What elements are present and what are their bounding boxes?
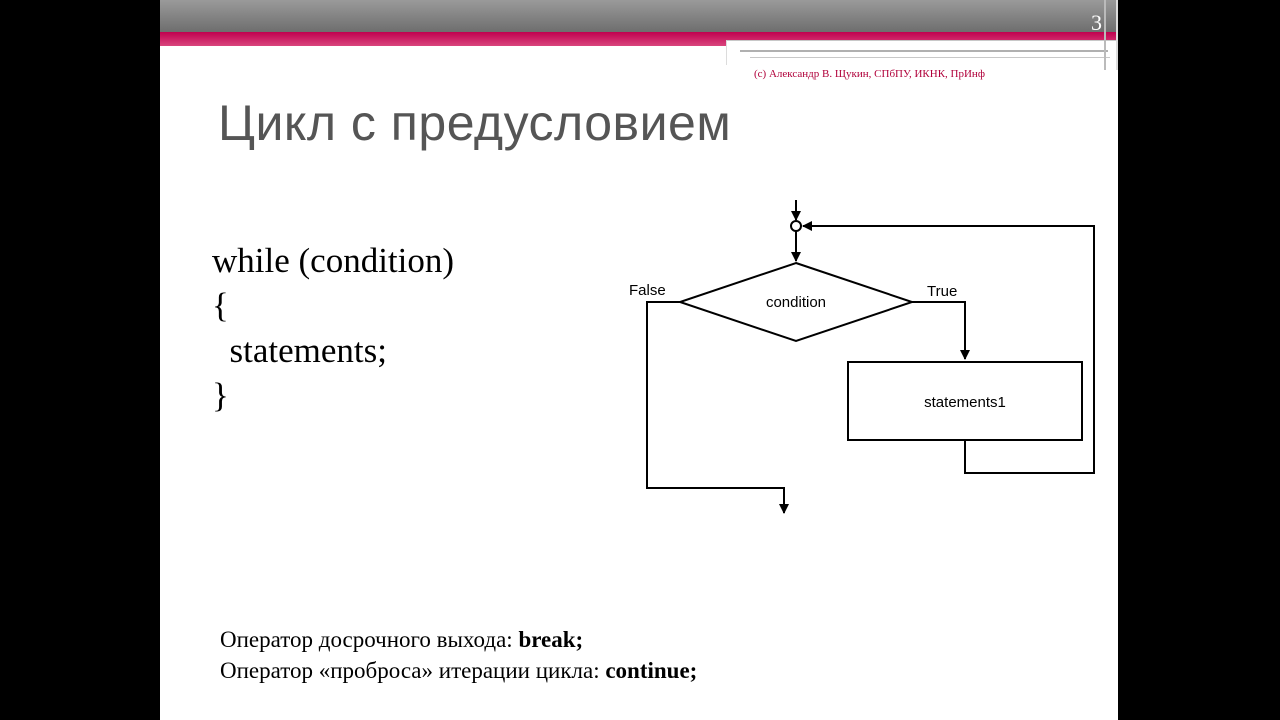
code-line: { [212, 286, 229, 325]
junction-node [790, 220, 802, 232]
code-line: while (condition) [212, 241, 455, 280]
slide-header-bar [160, 0, 1118, 32]
break-note: Оператор досрочного выхода: break; [220, 624, 697, 655]
copyright-text: (c) Александр В. Щукин, СПбПУ, ИКНК, ПрИ… [754, 68, 985, 80]
code-block: while (condition) { statements; } [212, 238, 454, 418]
notes-block: Оператор досрочного выхода: break; Опера… [220, 624, 697, 686]
false-branch-arrow [646, 301, 789, 514]
continue-note-text: Оператор «проброса» итерации цикла: [220, 658, 606, 683]
condition-diamond [676, 261, 916, 343]
header-edge-decoration [1104, 0, 1118, 70]
header-decoration [726, 40, 1118, 65]
continue-keyword: continue; [605, 658, 698, 683]
break-note-text: Оператор досрочного выхода: [220, 627, 519, 652]
while-loop-flowchart: False True condition statements1 [629, 200, 1095, 514]
slide: 3 (c) Александр В. Щукин, СПбПУ, ИКНК, П… [160, 0, 1118, 720]
loop-back-arrow [802, 221, 1095, 474]
header-decoration-line [740, 50, 1108, 52]
statements-box [847, 361, 1083, 441]
header-decoration-line [750, 57, 1110, 58]
condition-label: condition [766, 294, 826, 311]
true-branch-arrow [912, 301, 970, 360]
code-line: statements; [212, 331, 387, 370]
true-label: True [927, 283, 957, 300]
false-label: False [629, 282, 666, 299]
slide-title: Цикл с предусловием [218, 95, 732, 151]
continue-note: Оператор «проброса» итерации цикла: cont… [220, 655, 697, 686]
code-line: } [212, 376, 229, 415]
break-keyword: break; [518, 627, 584, 652]
slide-number: 3 [1091, 10, 1102, 35]
statements-label: statements1 [924, 394, 1006, 411]
